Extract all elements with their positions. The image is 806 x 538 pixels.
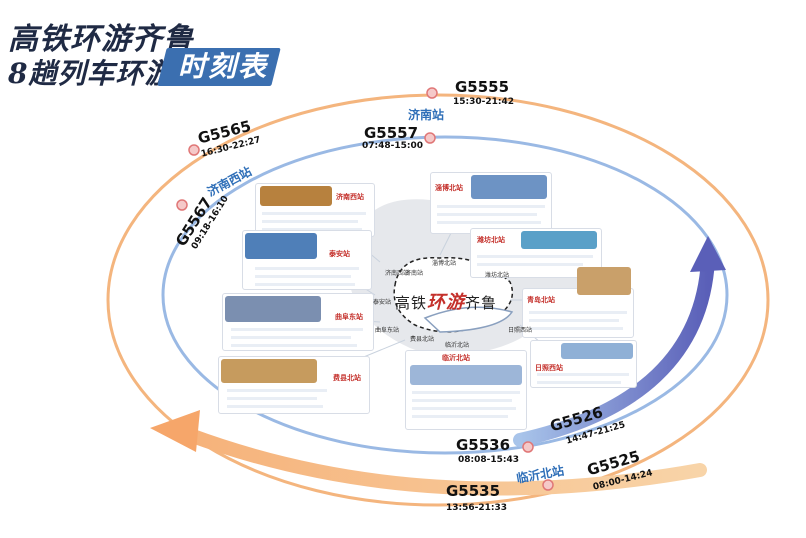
title-line-1: 高铁环游齐鲁 xyxy=(8,22,194,57)
station-card: 日照西站 xyxy=(530,340,637,388)
map-label: 济南西站 xyxy=(385,270,410,277)
train-number: G5536 xyxy=(456,436,511,454)
map-label: 临沂北站 xyxy=(445,342,470,349)
card-station-name: 淄博北站 xyxy=(435,184,463,192)
train-time: 13:56-21:33 xyxy=(446,503,508,513)
station-photo xyxy=(260,186,332,206)
station-photo xyxy=(521,231,597,249)
orange-arrow xyxy=(183,428,707,496)
station-photo xyxy=(225,296,321,322)
station-card: 费县北站 xyxy=(218,356,370,414)
center-post: 齐鲁 xyxy=(465,294,498,312)
dot-g5555 xyxy=(426,87,438,99)
station-photo xyxy=(221,359,317,383)
center-slogan: 高铁环游齐鲁 xyxy=(395,288,497,314)
station-photo xyxy=(471,175,547,199)
dot-g5526 xyxy=(522,441,534,453)
card-station-name: 临沂北站 xyxy=(442,354,470,362)
train-number: G5555 xyxy=(455,78,510,96)
orange-arrow-head xyxy=(150,410,200,452)
station-photo xyxy=(577,267,631,295)
train-icon xyxy=(423,306,514,333)
map-label: 日照西站 xyxy=(508,327,533,334)
inner-loop xyxy=(161,135,729,455)
train-number: G5557 xyxy=(364,124,419,142)
card-station-name: 日照西站 xyxy=(535,364,563,372)
map-label: 泰安站 xyxy=(373,299,392,306)
dot-g5565 xyxy=(188,144,200,156)
card-station-name: 泰安站 xyxy=(329,250,350,258)
dot-g5567 xyxy=(176,199,188,211)
map-label: 潍坊北站 xyxy=(485,272,510,279)
train-time: 15:30-21:42 xyxy=(453,97,515,107)
station-photo xyxy=(245,233,317,259)
station-photo xyxy=(410,365,522,385)
station-card: 临沂北站 xyxy=(405,350,527,430)
station-card: 淄博北站 xyxy=(430,172,552,234)
center-pre: 高铁 xyxy=(395,294,428,312)
map-label: 淄博北站 xyxy=(432,260,457,267)
card-station-name: 曲阜东站 xyxy=(335,313,363,321)
train-time: 08:08-15:43 xyxy=(458,455,520,465)
map-label: 曲阜东站 xyxy=(375,327,400,334)
title-highlight: 时刻表 xyxy=(177,50,268,83)
blue-arrow-head xyxy=(690,236,726,272)
dot-g5557 xyxy=(424,132,436,144)
map-label: 费县北站 xyxy=(410,336,435,343)
train-number: G5535 xyxy=(446,482,501,500)
station-card: 泰安站 xyxy=(242,230,372,290)
station-label-jinan: 济南站 xyxy=(408,108,445,122)
outer-loop xyxy=(106,93,770,507)
dot-g5525 xyxy=(542,479,554,491)
station-card: 济南西站 xyxy=(255,183,375,237)
card-station-name: 费县北站 xyxy=(333,374,361,382)
map-label: 济南站 xyxy=(405,270,424,277)
station-photo xyxy=(561,343,633,359)
card-station-name: 潍坊北站 xyxy=(477,236,505,244)
blue-arrow xyxy=(513,253,715,447)
title-line-2: 8趟列车环游 xyxy=(8,57,174,90)
card-station-name: 济南西站 xyxy=(336,193,364,201)
center-highlight: 环游 xyxy=(427,292,466,313)
card-station-name: 青岛北站 xyxy=(527,296,555,304)
station-card: 青岛北站 xyxy=(522,267,634,338)
station-card: 曲阜东站 xyxy=(222,293,374,351)
train-time: 07:48-15:00 xyxy=(362,141,424,151)
